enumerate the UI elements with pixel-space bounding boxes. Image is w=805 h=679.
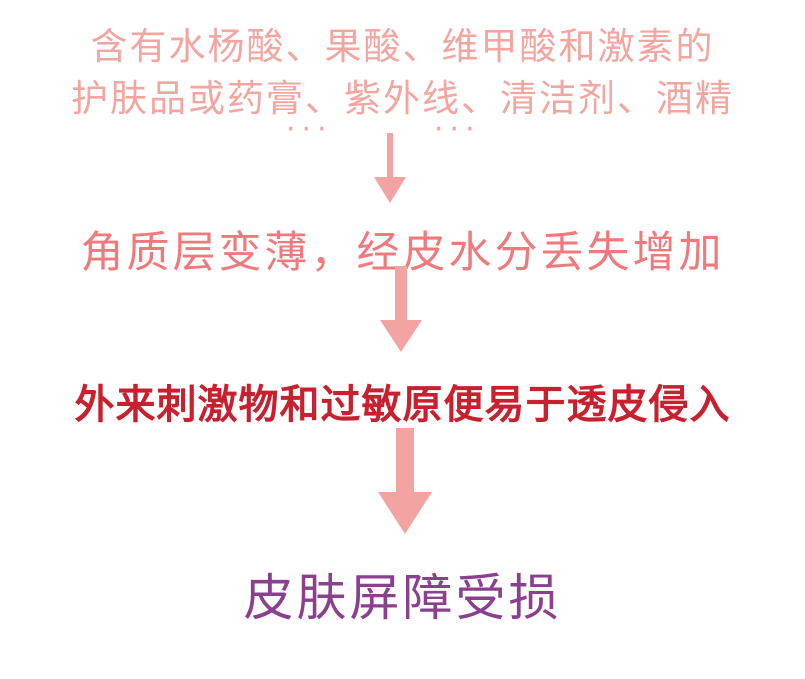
arrow-down-icon	[374, 133, 406, 203]
ellipsis-right: ···	[434, 112, 481, 147]
cause-line-2: 护肤品或药膏、紫外线、清洁剂、酒精	[71, 77, 734, 120]
cause-line-1: 含有水杨酸、果酸、维甲酸和激素的	[90, 25, 715, 68]
arrow-down-icon	[380, 266, 422, 352]
ellipsis-left: ···	[286, 112, 333, 147]
result-barrier-damage: 皮肤屏障受损	[243, 569, 562, 627]
arrow-down-icon	[378, 428, 432, 534]
step-irritants-invade: 外来刺激物和过敏原便易于透皮侵入	[74, 382, 731, 428]
